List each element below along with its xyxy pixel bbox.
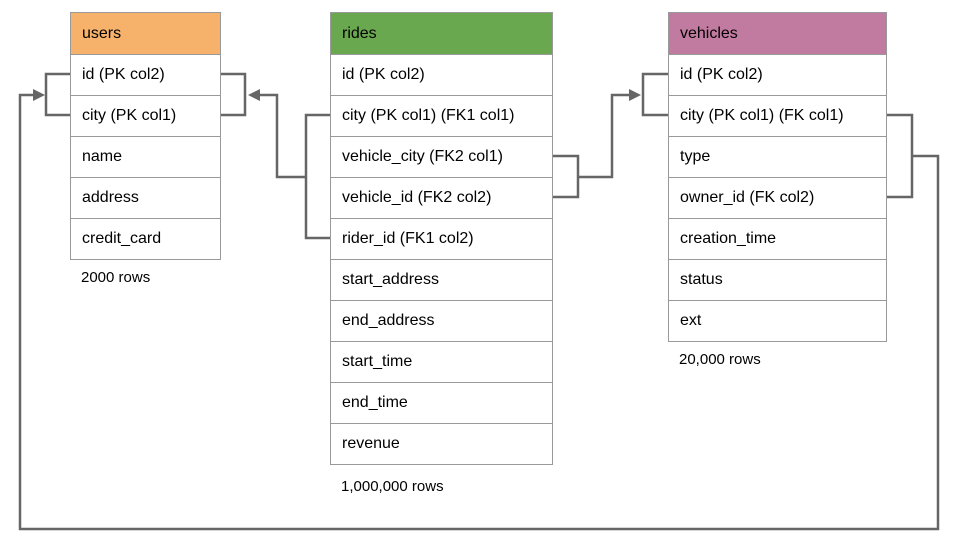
rides-column-start-time: start_time xyxy=(331,341,552,382)
arrowhead-into-users-right xyxy=(248,89,260,101)
users-right-bracket xyxy=(221,72,247,117)
users-column-city: city (PK col1) xyxy=(71,95,220,136)
rides-to-vehicles-line xyxy=(578,93,629,179)
users-column-name: name xyxy=(71,136,220,177)
vehicles-column-type: type xyxy=(669,136,886,177)
rides-to-users-line xyxy=(260,93,306,179)
relationship-rides-to-users xyxy=(221,72,330,240)
arrowhead-into-vehicles-left xyxy=(629,89,641,101)
rides-column-rider-id: rider_id (FK1 col2) xyxy=(331,218,552,259)
rides-column-city: city (PK col1) (FK1 col1) xyxy=(331,95,552,136)
rides-column-end-time: end_time xyxy=(331,382,552,423)
vehicles-column-id: id (PK col2) xyxy=(669,54,886,95)
rides-column-revenue: revenue xyxy=(331,423,552,464)
vehicles-right-bracket xyxy=(887,113,914,199)
vehicles-column-creation-time: creation_time xyxy=(669,218,886,259)
users-table: users id (PK col2) city (PK col1) name a… xyxy=(70,12,221,260)
vehicles-row-count: 20,000 rows xyxy=(679,351,761,368)
rides-row-count: 1,000,000 rows xyxy=(341,478,444,495)
vehicles-column-ext: ext xyxy=(669,300,886,341)
vehicles-table: vehicles id (PK col2) city (PK col1) (FK… xyxy=(668,12,887,342)
arrowhead-into-users-left xyxy=(33,89,45,101)
rides-column-end-address: end_address xyxy=(331,300,552,341)
rides-column-id: id (PK col2) xyxy=(331,54,552,95)
vehicles-column-status: status xyxy=(669,259,886,300)
vehicles-column-city: city (PK col1) (FK col1) xyxy=(669,95,886,136)
rides-column-vehicle-city: vehicle_city (FK2 col1) xyxy=(331,136,552,177)
rides-left-bracket xyxy=(304,113,330,240)
users-column-address: address xyxy=(71,177,220,218)
rides-table-header: rides xyxy=(331,13,552,54)
rides-right-bracket xyxy=(553,154,580,199)
users-column-id: id (PK col2) xyxy=(71,54,220,95)
users-table-header: users xyxy=(71,13,220,54)
vehicles-table-header: vehicles xyxy=(669,13,886,54)
users-column-credit-card: credit_card xyxy=(71,218,220,259)
rides-column-vehicle-id: vehicle_id (FK2 col2) xyxy=(331,177,552,218)
vehicles-left-bracket xyxy=(641,72,668,117)
rides-column-start-address: start_address xyxy=(331,259,552,300)
users-row-count: 2000 rows xyxy=(81,269,151,286)
rides-table: rides id (PK col2) city (PK col1) (FK1 c… xyxy=(330,12,553,465)
vehicles-column-owner-id: owner_id (FK col2) xyxy=(669,177,886,218)
relationship-rides-to-vehicles xyxy=(553,72,668,199)
users-left-bracket xyxy=(44,72,70,117)
